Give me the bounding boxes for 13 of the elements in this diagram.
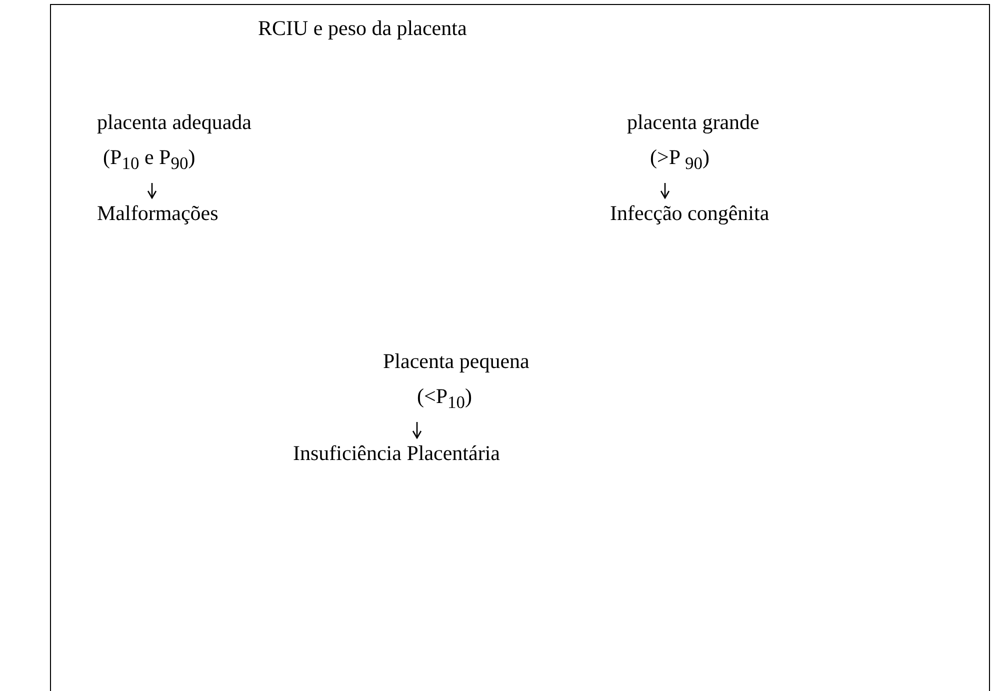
diagram-title: RCIU e peso da placenta <box>258 16 467 41</box>
node-label: Insuficiência Placentária <box>293 440 500 467</box>
node-label: Placenta pequena <box>383 348 530 375</box>
node-label: (<P$_{10}$) <box>417 383 472 414</box>
node-label: placenta grande <box>627 109 760 136</box>
arrow <box>147 183 157 199</box>
node-label: Malformações <box>97 200 218 227</box>
node-label: placenta adequada <box>97 109 252 136</box>
arrow <box>660 183 670 199</box>
node-label: Infecção congênita <box>610 200 770 227</box>
arrow <box>412 422 422 439</box>
node-label: (P$_{10}$ e P$_{90}$) <box>103 144 196 176</box>
node-label: (>P $_{90}$) <box>650 144 710 176</box>
